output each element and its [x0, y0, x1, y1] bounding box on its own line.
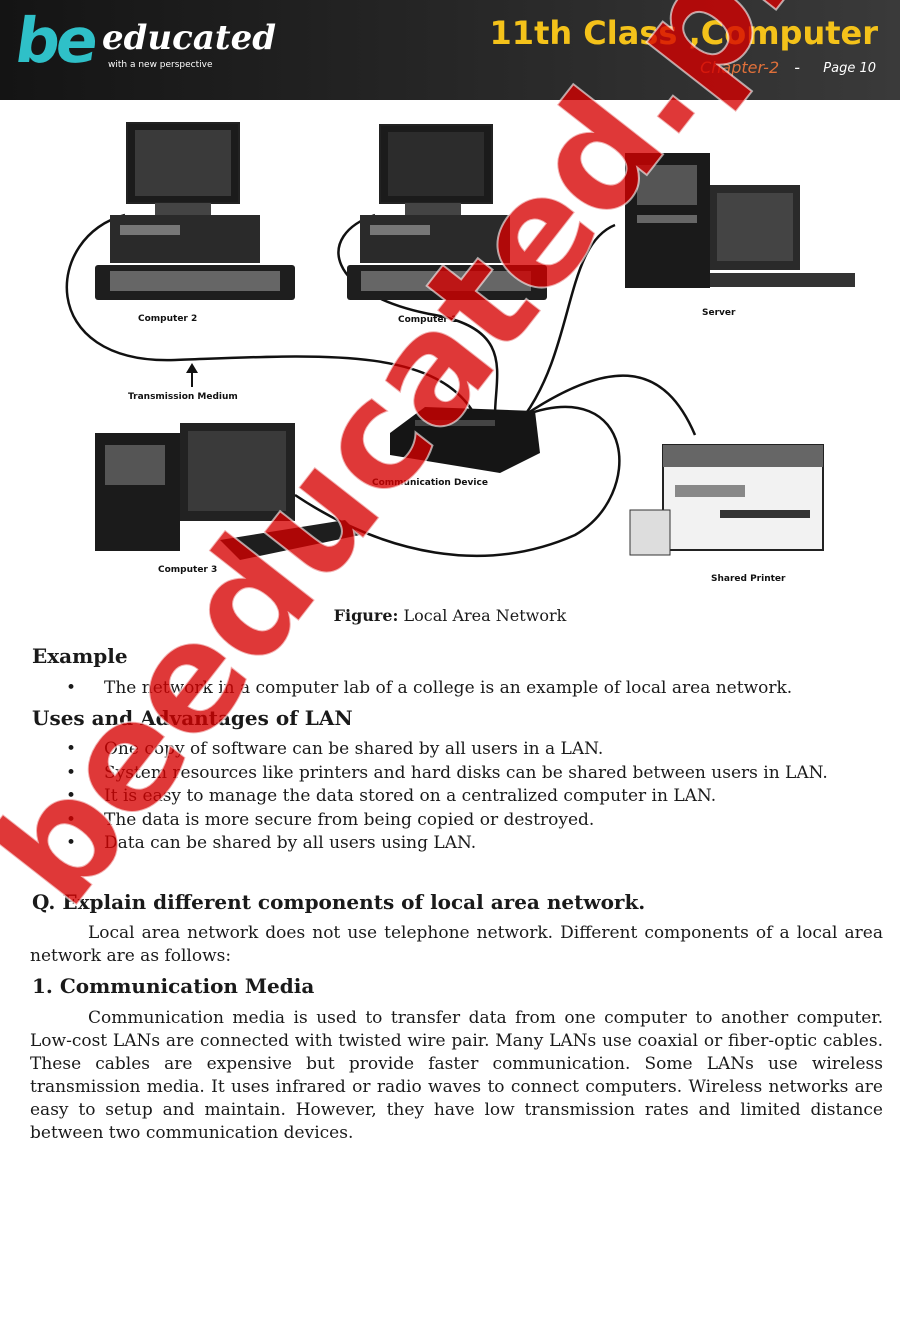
example-list: The network in a computer lab of a colle… — [62, 677, 792, 701]
example-heading: Example — [32, 644, 128, 668]
question-intro-text: Local area network does not use telephon… — [30, 923, 883, 966]
list-item: Data can be shared by all users using LA… — [62, 832, 828, 856]
caption-prefix: Figure: — [333, 606, 399, 625]
shared-printer-icon — [629, 444, 824, 556]
caption-text: Local Area Network — [398, 606, 567, 625]
computer-1-icon — [347, 124, 547, 300]
logo-tagline: with a new perspective — [108, 60, 213, 70]
logo-be-text: be — [10, 4, 100, 77]
logo-educated-text: educated — [102, 18, 276, 58]
page-number: Page 10 — [823, 61, 876, 76]
server-icon — [625, 153, 855, 288]
class-subject-title: 11th Class ,Computer — [489, 14, 878, 52]
list-item: The network in a computer lab of a colle… — [62, 677, 792, 701]
question-heading: Q. Explain different components of local… — [32, 890, 646, 914]
list-item: It is easy to manage the data stored on … — [62, 785, 828, 809]
list-item: One copy of software can be shared by al… — [62, 738, 828, 762]
arrow-up-icon — [186, 363, 198, 387]
list-item: The data is more secure from being copie… — [62, 809, 828, 833]
computer-2-label: Computer 2 — [138, 314, 197, 324]
transmission-medium-label: Transmission Medium — [128, 392, 238, 402]
computer-3-label: Computer 3 — [158, 565, 217, 575]
computer-2-icon — [95, 122, 295, 300]
chapter-label: Chapter-2 - — [700, 58, 800, 77]
computer-3-icon — [95, 423, 360, 560]
chapter-separator: - — [794, 58, 800, 77]
section-1-heading: 1. Communication Media — [32, 974, 315, 998]
figure-caption: Figure: Local Area Network — [0, 606, 900, 625]
chapter-text: Chapter-2 — [700, 58, 780, 77]
page-header: be educated with a new perspective 11th … — [0, 0, 900, 100]
uses-list: One copy of software can be shared by al… — [62, 738, 828, 856]
computer-1-label: Computer 1 — [398, 315, 457, 325]
section-1-text: Communication media is used to transfer … — [30, 1008, 883, 1143]
question-intro: Local area network does not use telephon… — [30, 922, 883, 968]
lan-figure: Computer 2 Computer 1 Server Transmissio… — [65, 122, 855, 584]
be-educated-logo[interactable]: be educated with a new perspective — [10, 4, 276, 93]
uses-heading: Uses and Advantages of LAN — [32, 706, 353, 730]
communication-device-label: Communication Device — [372, 478, 488, 488]
communication-device-icon — [390, 407, 540, 473]
server-label: Server — [702, 308, 736, 318]
section-1-paragraph: Communication media is used to transfer … — [30, 1007, 883, 1145]
shared-printer-label: Shared Printer — [711, 574, 786, 584]
list-item: System resources like printers and hard … — [62, 762, 828, 786]
